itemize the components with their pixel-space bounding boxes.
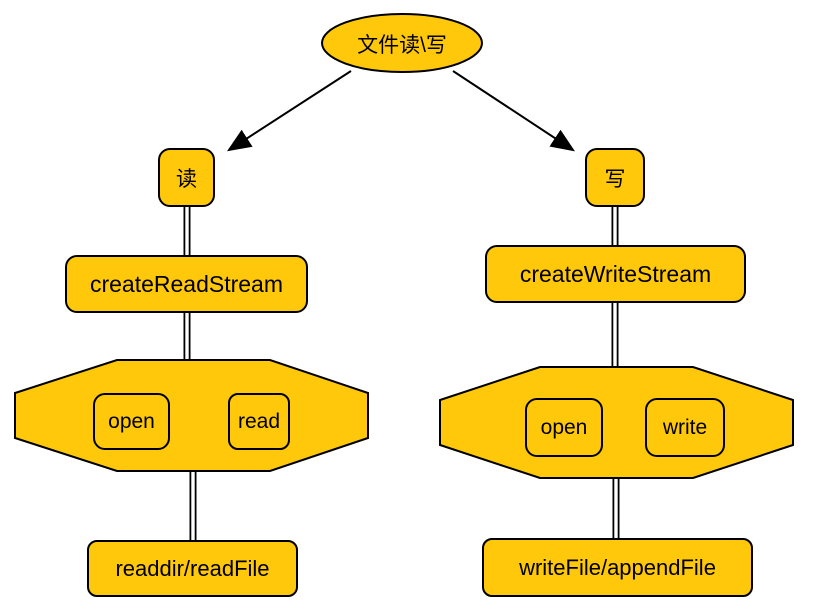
node-writefile-appendfile: writeFile/appendFile bbox=[482, 538, 753, 597]
node-read-op-open: open bbox=[93, 393, 170, 450]
node-write-head: 写 bbox=[585, 148, 645, 207]
read-ops-hexagon bbox=[14, 359, 369, 472]
root-node-ellipse bbox=[321, 13, 483, 73]
write-ops-hexagon bbox=[439, 366, 794, 479]
node-write-op-write: write bbox=[645, 398, 725, 457]
node-create-write-stream: createWriteStream bbox=[485, 245, 746, 303]
node-read-head: 读 bbox=[158, 148, 215, 207]
root-node-label: 文件读\写 bbox=[357, 33, 447, 57]
edge-root-to-write bbox=[452, 70, 576, 152]
node-read-op-read: read bbox=[228, 393, 290, 450]
edge-root-to-read bbox=[226, 70, 352, 152]
node-write-op-open: open bbox=[525, 398, 603, 457]
node-create-read-stream: createReadStream bbox=[65, 255, 308, 313]
node-readdir-readfile: readdir/readFile bbox=[87, 540, 298, 597]
